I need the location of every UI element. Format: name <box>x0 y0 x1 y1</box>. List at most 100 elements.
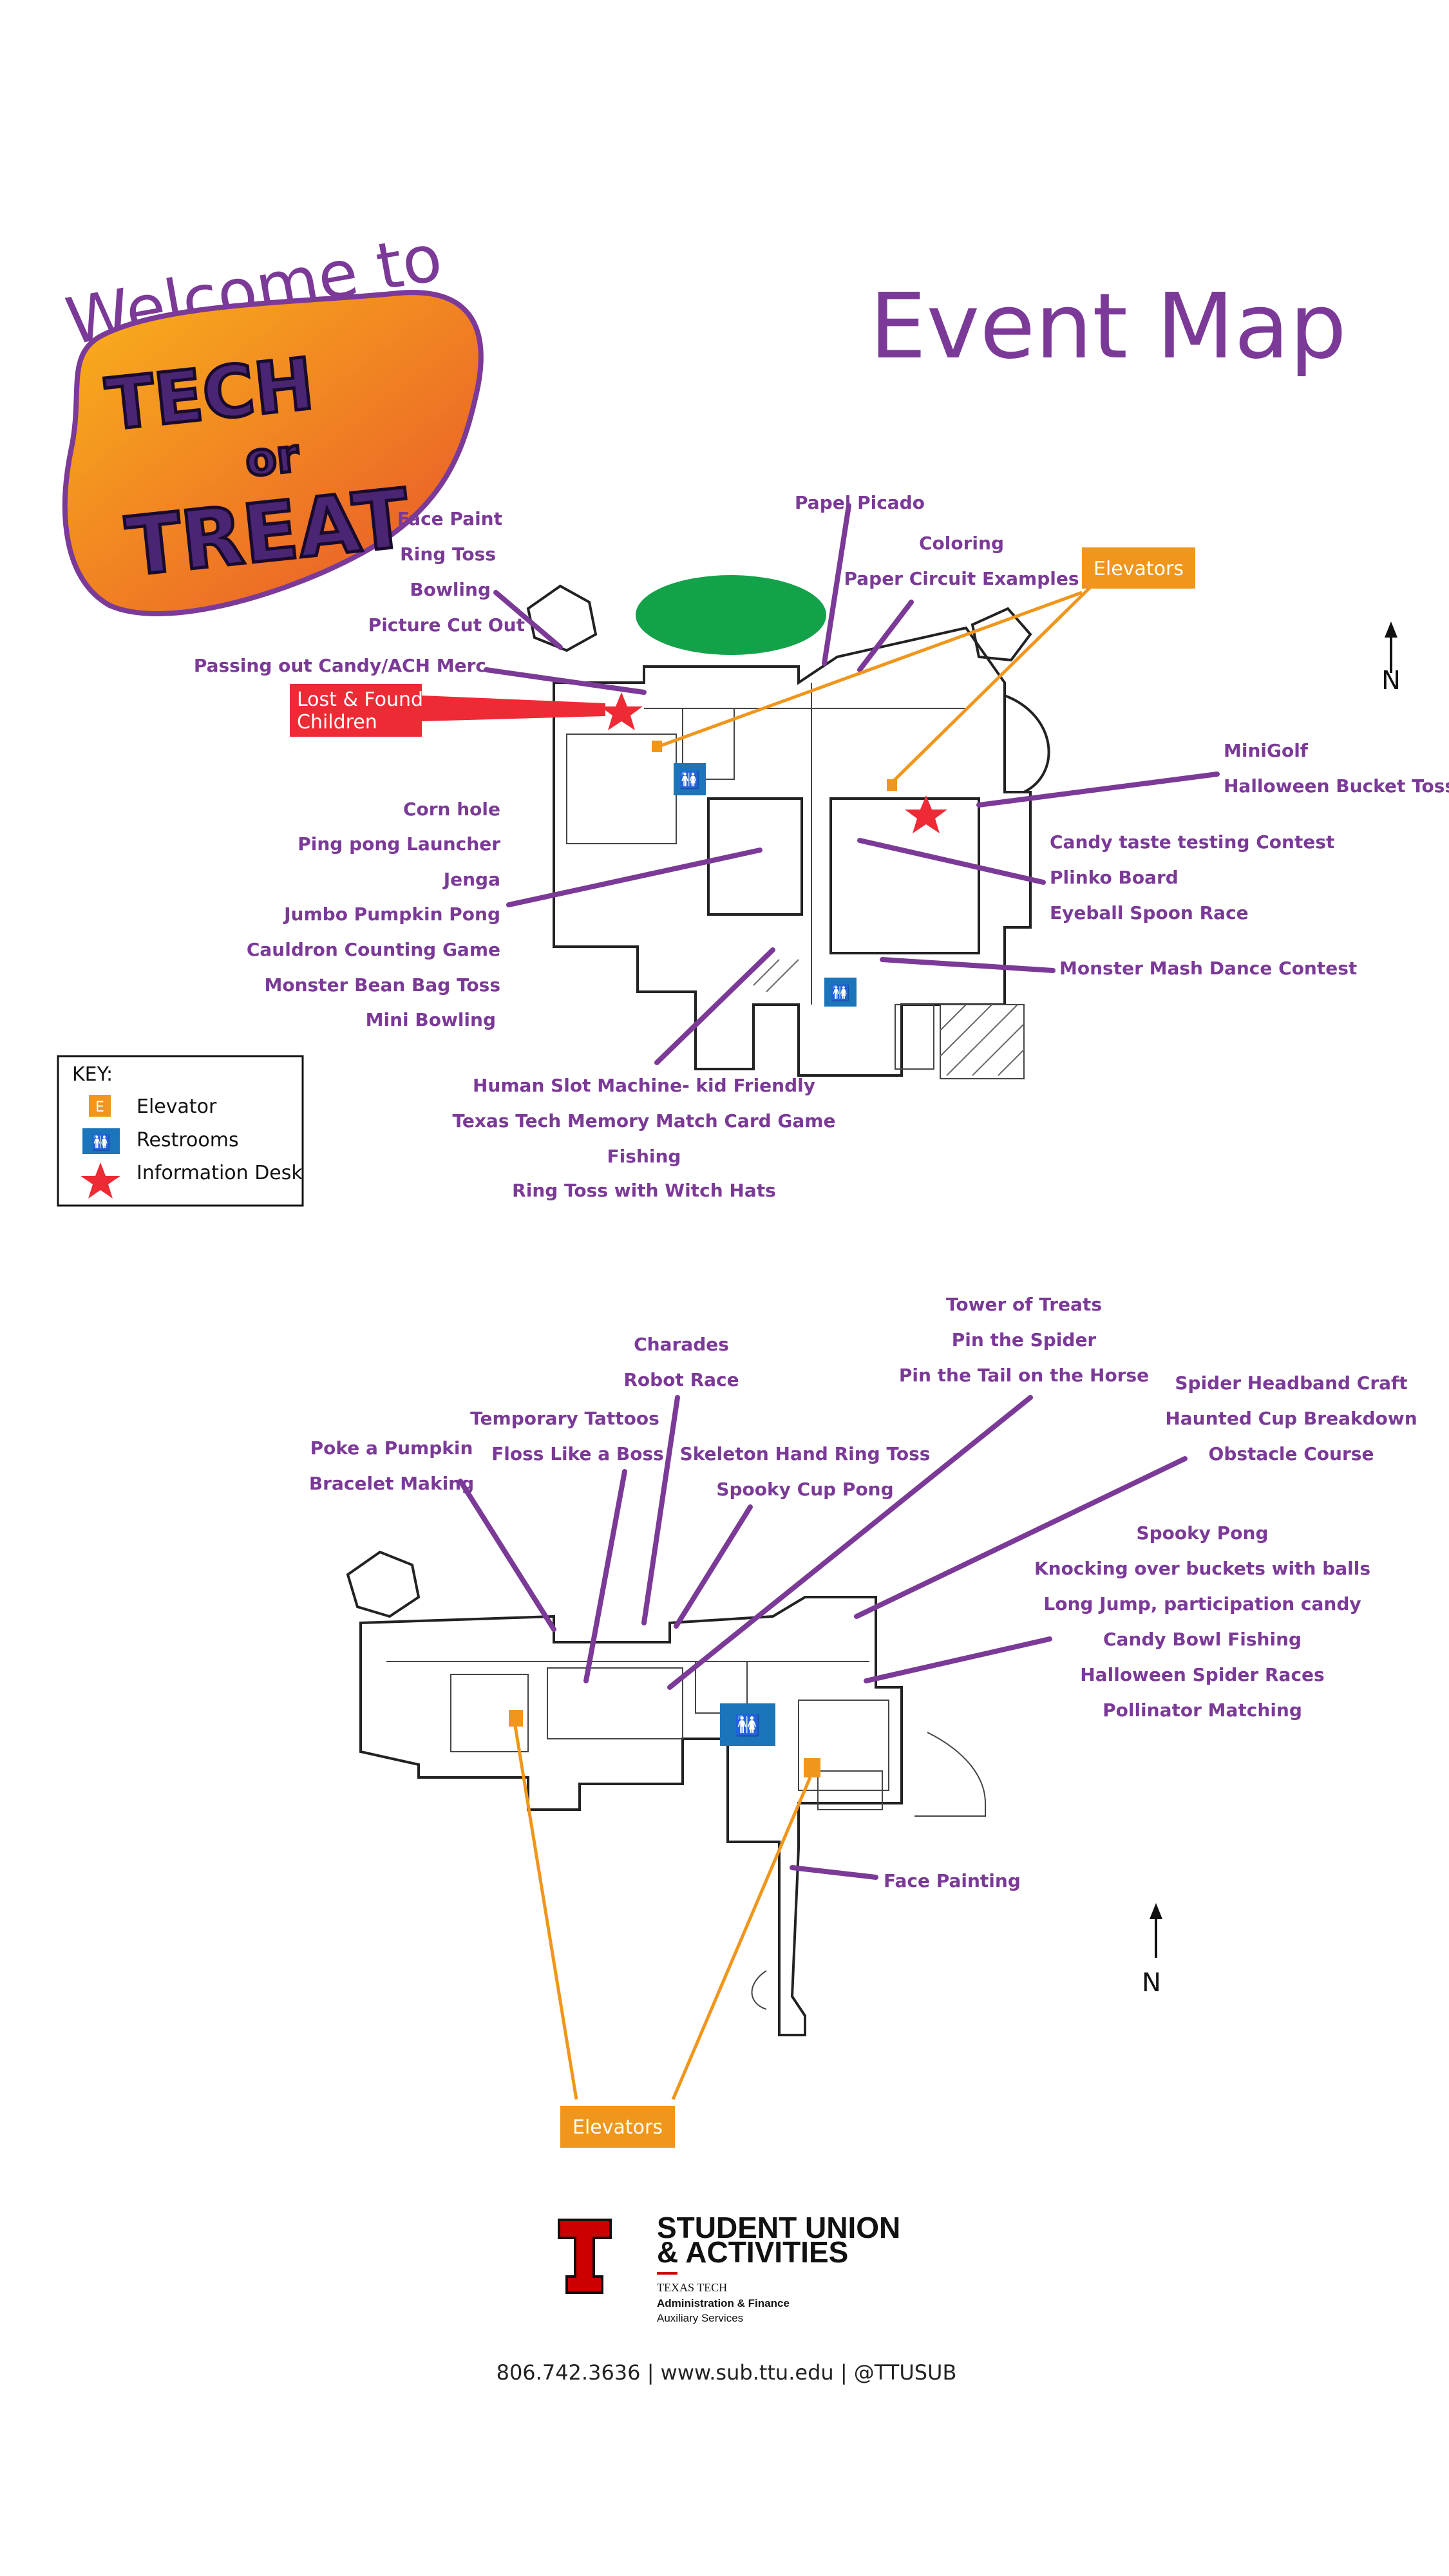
map-key: KEY: E Elevator 🚻 Restrooms Information … <box>57 1055 304 1207</box>
restroom-icon: 🚻 <box>720 1703 775 1746</box>
svg-text:🚻: 🚻 <box>831 984 850 1002</box>
floor1-hatching <box>753 959 1025 1076</box>
floor2-curved-stair <box>751 1970 767 2010</box>
floor1-elevator-leaders <box>656 585 1093 784</box>
floor2-room-west <box>450 1674 529 1752</box>
lost-found-line2: Children <box>297 711 377 734</box>
floor1-room-center <box>707 797 803 916</box>
label-halloween-bucket-toss: Halloween Bucket Toss <box>1224 775 1449 797</box>
label-spooky-pong: Spooky Pong <box>1136 1522 1268 1544</box>
label-halloween-spider-races: Halloween Spider Races <box>1080 1664 1324 1685</box>
label-pin-the-tail: Pin the Tail on the Horse <box>899 1365 1149 1386</box>
label-plinko-board: Plinko Board <box>1050 867 1179 888</box>
key-title: KEY: <box>72 1063 113 1086</box>
floor2-north-arrow: N <box>1142 1903 1162 1998</box>
label-coloring: Coloring <box>919 533 1004 554</box>
label-eyeball-spoon-race: Eyeball Spoon Race <box>1050 902 1249 923</box>
restroom-icon: 🚻 <box>674 763 706 795</box>
label-fishing: Fishing <box>607 1146 681 1167</box>
label-charades: Charades <box>634 1334 729 1355</box>
elevator-icon <box>804 1758 820 1777</box>
page-title: Event Map <box>869 274 1347 379</box>
floor1-curved-wall <box>1004 694 1050 793</box>
floor2-room-center <box>547 1667 683 1739</box>
floor1-room-east <box>829 797 980 954</box>
label-ping-pong-launcher: Ping pong Launcher <box>298 833 500 855</box>
floor2-elevators-badge: Elevators <box>560 2106 675 2148</box>
label-mini-bowling: Mini Bowling <box>366 1009 496 1030</box>
label-spooky-cup-pong: Spooky Cup Pong <box>716 1479 893 1500</box>
label-skeleton-hand-ring-toss: Skeleton Hand Ring Toss <box>680 1443 931 1464</box>
floor1-north-arrow: N <box>1381 621 1401 696</box>
floor2-outline <box>359 1596 903 2036</box>
elevator-icon: E <box>89 1095 111 1117</box>
floor2-rotunda <box>346 1550 421 1618</box>
admin-finance-text: Administration & Finance <box>657 2297 790 2309</box>
restroom-icon: 🚻 <box>82 1128 120 1154</box>
key-elevator-label: Elevator <box>137 1095 217 1118</box>
floor2-room-east <box>798 1700 889 1791</box>
label-long-jump: Long Jump, participation candy <box>1043 1593 1361 1615</box>
label-bracelet-making: Bracelet Making <box>309 1473 474 1494</box>
lost-and-found-badge: Lost & Found Children <box>290 684 423 737</box>
floor1-plan: 🚻 🚻 <box>526 575 1050 1079</box>
label-robot-race: Robot Race <box>623 1369 739 1390</box>
floor2-north-label: N <box>1142 1968 1161 1998</box>
label-monster-mash: Monster Mash Dance Contest <box>1059 958 1357 979</box>
floor1-elevators-label: Elevators <box>1094 558 1184 580</box>
logo-blob <box>62 290 484 616</box>
svg-text:🚻: 🚻 <box>91 1133 111 1151</box>
label-picture-cut-out: Picture Cut Out <box>368 614 525 636</box>
label-temporary-tattoos: Temporary Tattoos <box>470 1408 659 1429</box>
label-passing-out-candy: Passing out Candy/ACH Merc <box>194 655 486 676</box>
key-info-desk-label: Information Desk <box>137 1162 303 1184</box>
label-jumbo-pumpkin-pong: Jumbo Pumpkin Pong <box>283 904 500 925</box>
floor1-leaders <box>422 503 1220 1065</box>
label-monster-bean-bag: Monster Bean Bag Toss <box>264 974 500 996</box>
texas-tech-wordmark: TEXAS TECH <box>657 2281 727 2294</box>
label-ring-toss: Ring Toss <box>400 544 496 565</box>
info-desk-star-icon <box>905 795 947 833</box>
label-tower-of-treats: Tower of Treats <box>946 1294 1102 1315</box>
label-obstacle-course: Obstacle Course <box>1209 1443 1374 1464</box>
label-pollinator-matching: Pollinator Matching <box>1103 1700 1302 1721</box>
floor2-leaders <box>458 1395 1188 1880</box>
tech-or-treat-logo: Welcome to TECH or TREAT <box>61 220 484 616</box>
restroom-icon: 🚻 <box>824 978 857 1007</box>
label-corn-hole: Corn hole <box>403 799 500 820</box>
elevator-icon <box>509 1710 523 1727</box>
label-minigolf: MiniGolf <box>1224 740 1309 761</box>
org-name-line2: & ACTIVITIES <box>657 2235 848 2269</box>
svg-text:🚻: 🚻 <box>679 770 700 790</box>
key-restrooms-label: Restrooms <box>137 1129 239 1151</box>
label-cauldron-counting: Cauldron Counting Game <box>247 939 500 960</box>
double-t-icon <box>558 2219 612 2294</box>
label-bowling: Bowling <box>410 579 491 600</box>
label-candy-bowl-fishing: Candy Bowl Fishing <box>1103 1629 1302 1650</box>
star-icon <box>80 1162 120 1198</box>
floor1-room-south <box>895 1004 934 1070</box>
label-spider-headband-craft: Spider Headband Craft <box>1175 1372 1407 1394</box>
label-human-slot-machine: Human Slot Machine- kid Friendly <box>473 1075 815 1096</box>
info-desk-star-icon <box>600 692 643 730</box>
label-face-paint: Face Paint <box>397 508 502 529</box>
floor2-elevator-leaders <box>513 1725 812 2100</box>
label-knocking-buckets: Knocking over buckets with balls <box>1034 1558 1370 1579</box>
green-lawn <box>636 575 826 655</box>
floor1-elevators-badge: Elevators <box>1082 547 1195 589</box>
floor1-hatched-area <box>940 1004 1025 1079</box>
label-haunted-cup-breakdown: Haunted Cup Breakdown <box>1165 1408 1417 1429</box>
svg-text:🚻: 🚻 <box>735 1713 761 1738</box>
org-name-line1: STUDENT UNION <box>657 2211 900 2244</box>
floor2-plan: 🚻 <box>346 1550 986 2036</box>
label-paper-circuit: Paper Circuit Examples <box>844 568 1079 589</box>
lost-found-line1: Lost & Found <box>297 688 423 711</box>
label-poke-a-pumpkin: Poke a Pumpkin <box>310 1437 473 1459</box>
label-memory-match: Texas Tech Memory Match Card Game <box>453 1110 836 1132</box>
svg-text:E: E <box>95 1099 104 1115</box>
floor2-curved-wall <box>914 1732 986 1817</box>
label-floss-like-a-boss: Floss Like a Boss <box>491 1443 664 1464</box>
label-face-painting: Face Painting <box>884 1870 1021 1891</box>
label-papel-picado: Papel Picado <box>795 492 925 513</box>
